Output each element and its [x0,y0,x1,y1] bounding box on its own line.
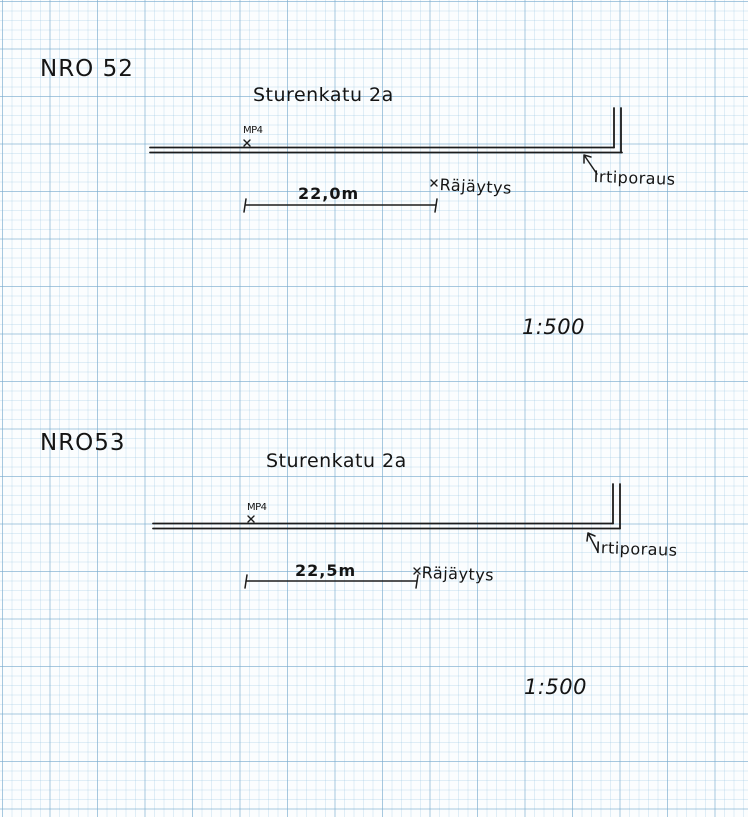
sketch-1-heading: NRO 52 [40,56,134,82]
sketch-2-distance-label: 22,5m [295,561,357,580]
sketch-2-blast-label: Räjäytys [421,563,495,585]
sketch-2-distance-tick-right [415,574,419,589]
sketch-1-distance-label: 22,0m [298,184,360,203]
sketch-1-street-label: Sturenkatu 2a [253,84,394,106]
sketch-1-marker-label: MP4 [243,125,263,136]
sketch-1-drawing [149,107,623,213]
sketch-1-marker-cross [243,139,251,147]
sketch-1-blast-label: Räjäytys [439,175,513,198]
sketch-2-edge-label: Irtiporaus [595,538,678,560]
sketch-2-scale-label: 1:500 [524,675,588,699]
sketch-1-distance-tick-left [243,198,247,213]
sketch-1-blast-cross [430,179,438,187]
sketch-2-heading: NRO53 [40,430,126,456]
sketch-2-marker-label: MP4 [247,502,267,513]
sketch-2-blast-cross [413,567,421,575]
sketch-2-street-label: Sturenkatu 2a [266,450,407,472]
sketch-1-distance-tick-right [434,198,438,213]
sketch-2-distance-tick-left [244,574,248,589]
sketch-1-scale-label: 1:500 [522,315,586,339]
sketch-1-edge-label: Irtiporaus [593,167,676,189]
sketch-2-marker-cross [247,515,255,523]
sketch-2-drawing [152,483,621,589]
